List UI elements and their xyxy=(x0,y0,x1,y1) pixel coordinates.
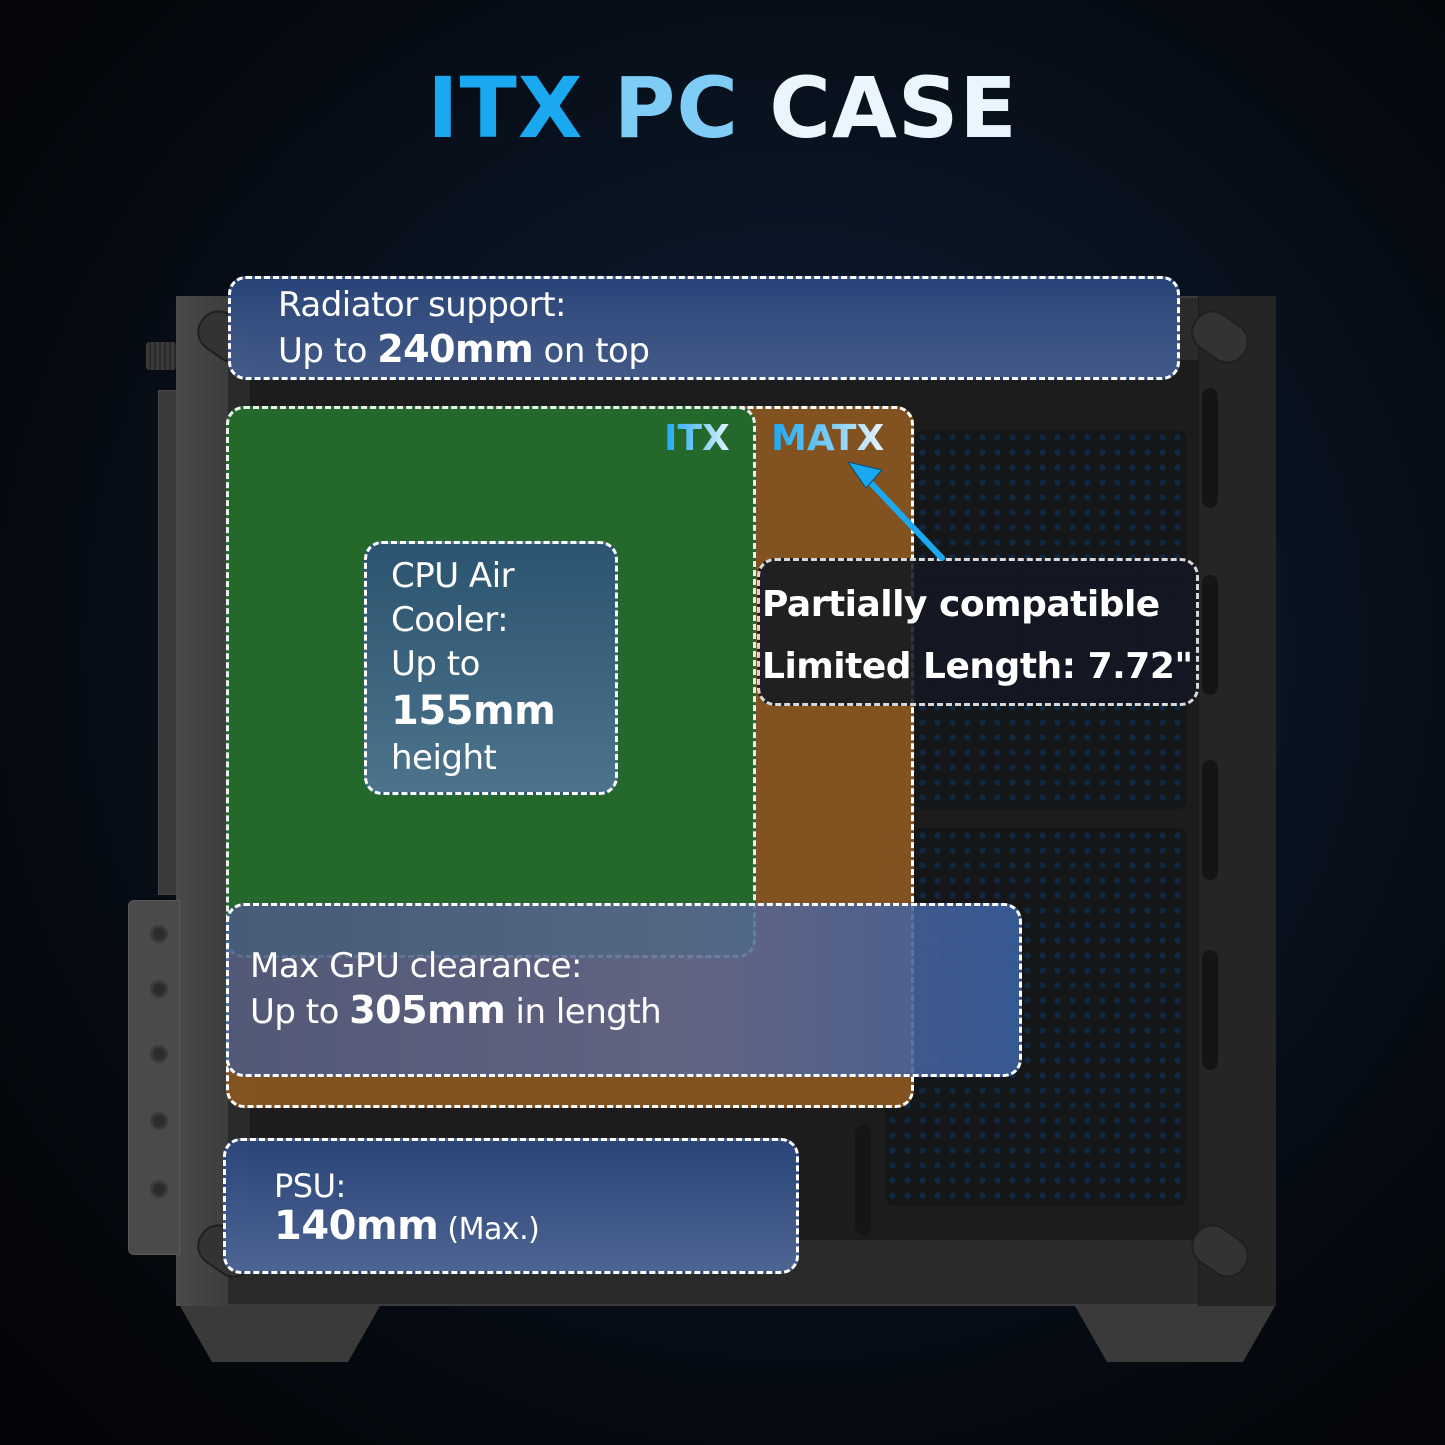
title-case: CASE xyxy=(769,59,1018,157)
screw-icon xyxy=(150,1180,168,1198)
screw-icon xyxy=(150,925,168,943)
matx-note-label: Partially compatible Limited Length: 7.7… xyxy=(762,584,1193,687)
radiator-support-label: Radiator support: Up to 240mm on top xyxy=(278,283,650,373)
cable-slot xyxy=(1202,760,1218,880)
radiator-support-callout xyxy=(228,276,1180,380)
psu-value: 140mm xyxy=(274,1203,439,1249)
cable-slot xyxy=(855,1125,871,1235)
case-foot-right xyxy=(1075,1306,1275,1362)
title-itx: ITX xyxy=(427,59,584,157)
gpu-clearance-callout xyxy=(226,903,1022,1077)
psu-label: PSU: 140mm (Max.) xyxy=(274,1167,540,1249)
gpu-value: 305mm xyxy=(349,988,506,1032)
title-pc: PC xyxy=(613,59,739,157)
cable-slot xyxy=(1202,575,1218,695)
case-foot-left xyxy=(180,1306,380,1362)
screw-icon xyxy=(150,1045,168,1063)
fan-mesh-lower xyxy=(885,828,1187,1206)
matx-tag: MATX xyxy=(771,418,885,459)
thumb-screw-icon xyxy=(146,342,176,370)
radiator-line1: Radiator support: xyxy=(278,285,567,325)
itx-tag: ITX xyxy=(664,418,730,459)
radiator-value: 240mm xyxy=(377,327,534,371)
psu-callout xyxy=(223,1138,799,1274)
cable-slot xyxy=(1202,388,1218,508)
pcie-bracket xyxy=(128,900,180,1255)
gpu-clearance-label: Max GPU clearance: Up to 305mm in length xyxy=(250,946,662,1032)
screw-icon xyxy=(150,1112,168,1130)
page-title: ITX PC CASE xyxy=(0,58,1445,158)
matx-note-callout xyxy=(757,558,1199,706)
cpu-cooler-callout xyxy=(364,541,618,795)
case-left-rail xyxy=(176,296,228,1306)
cable-slot xyxy=(1202,950,1218,1070)
cpu-cooler-value: 155mm xyxy=(391,688,556,734)
screw-icon xyxy=(150,980,168,998)
radiator-line2: Up to 240mm on top xyxy=(278,327,650,371)
cpu-cooler-label: CPU Air Cooler: Up to 155mm height xyxy=(391,556,556,778)
